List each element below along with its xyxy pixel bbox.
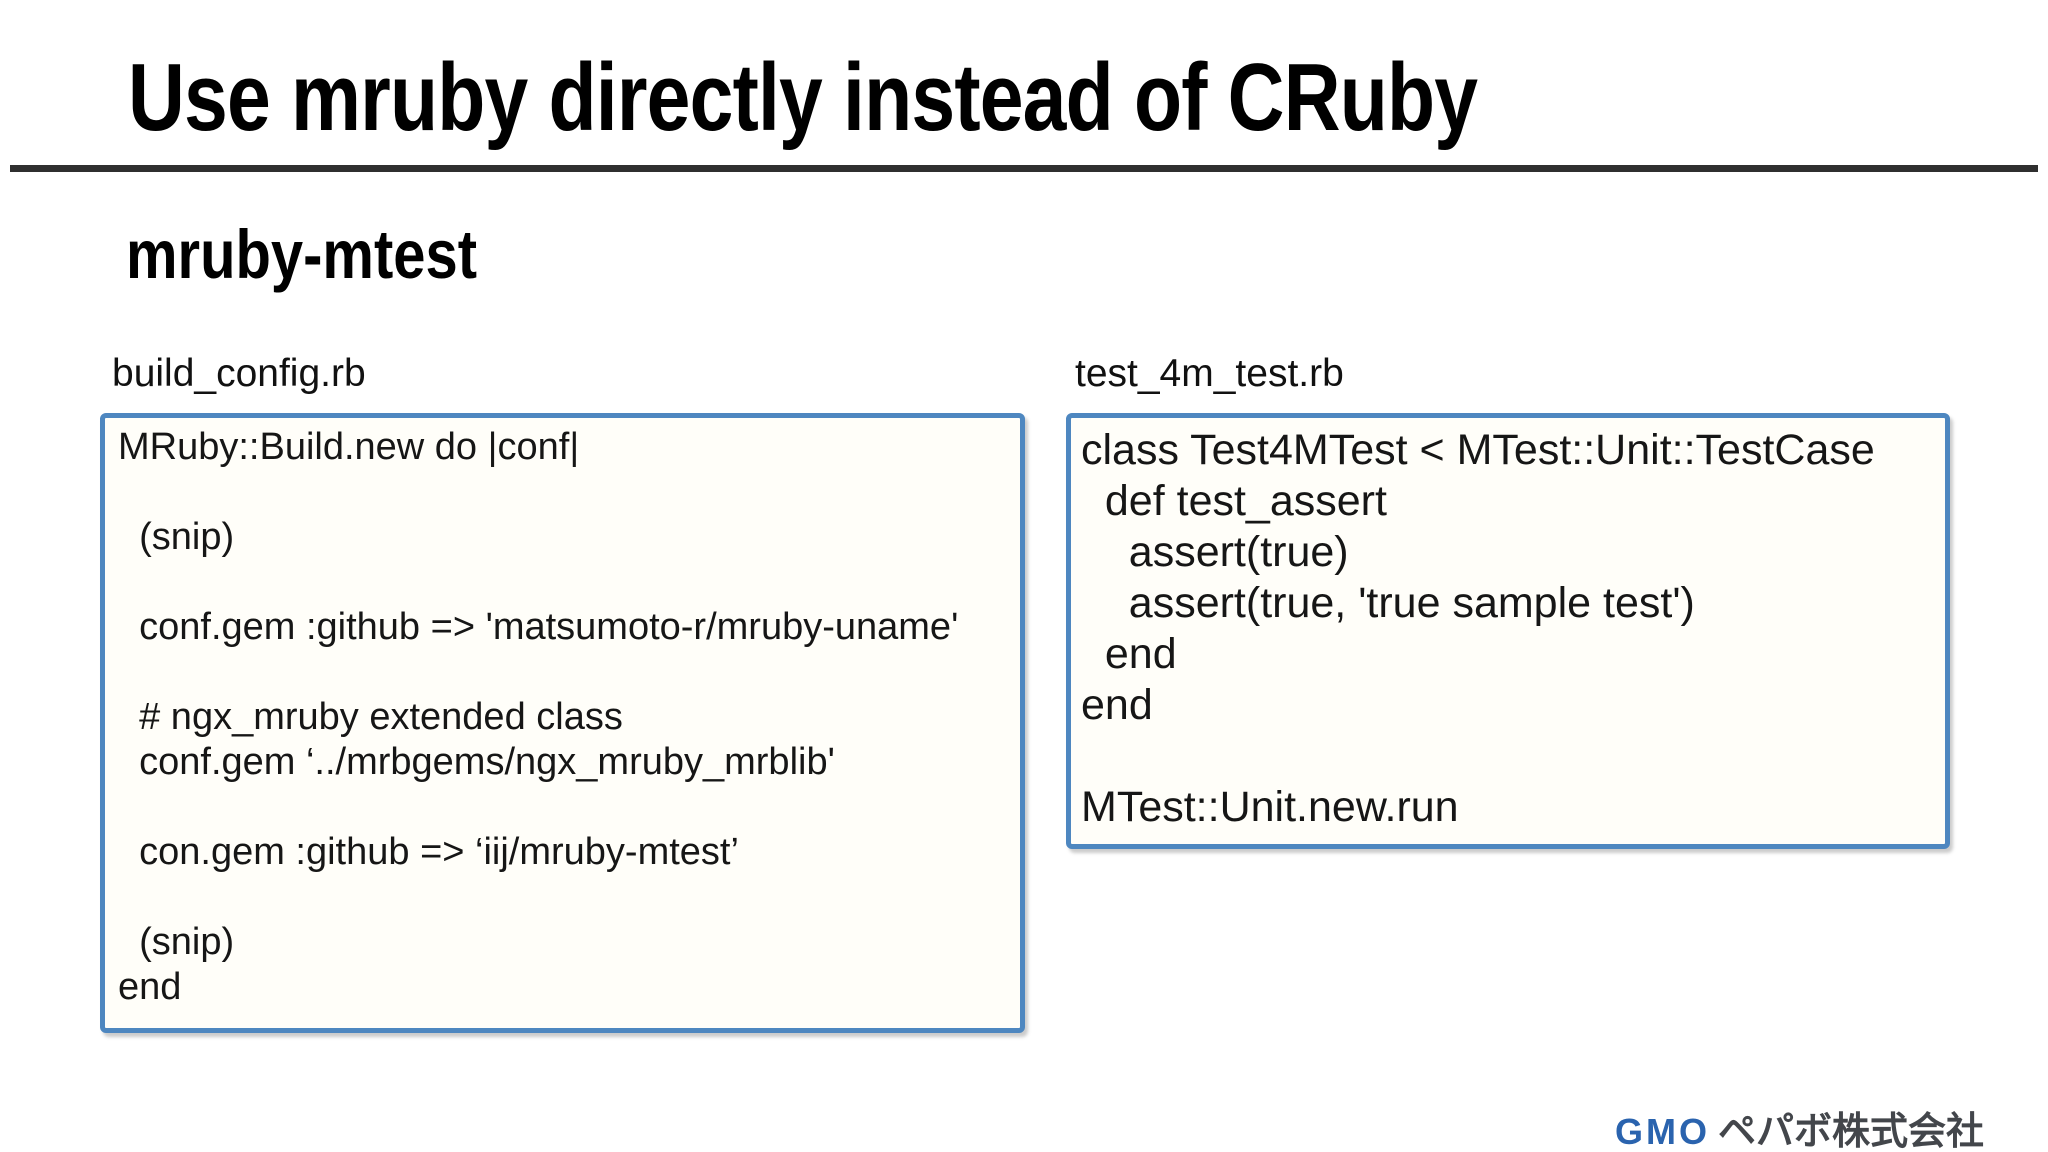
- title-underline: [10, 165, 2038, 172]
- section-subtitle-text: mruby-mtest: [126, 216, 478, 293]
- code-line: def test_assert: [1081, 477, 1387, 525]
- code-line: MTest::Unit.new.run: [1081, 783, 1459, 831]
- pepabo-company-name: ペパボ株式会社: [1718, 1111, 1985, 1152]
- left-file-label: build_config.rb: [112, 352, 366, 395]
- code-line: con.gem :github => ‘iij/mruby-mtest’: [118, 831, 739, 873]
- code-line: assert(true, 'true sample test'): [1081, 579, 1695, 627]
- code-line: [118, 470, 1008, 515]
- code-line: conf.gem ‘../mrbgems/ngx_mruby_mrblib': [118, 741, 835, 783]
- code-line: [118, 650, 1008, 695]
- page-title: Use mruby directly instead of CRuby: [128, 50, 1773, 146]
- code-line: (snip): [118, 921, 235, 963]
- code-line: end: [1081, 681, 1153, 729]
- code-line: [118, 785, 1008, 830]
- code-line: assert(true): [1081, 528, 1349, 576]
- code-line: [1081, 731, 1935, 782]
- code-line: (snip): [118, 516, 235, 558]
- code-line: # ngx_mruby extended class: [118, 696, 623, 738]
- page-title-text: Use mruby directly instead of CRuby: [128, 44, 1478, 151]
- code-line: conf.gem :github => 'matsumoto-r/mruby-u…: [118, 606, 959, 648]
- section-subtitle: mruby-mtest: [126, 220, 544, 289]
- code-line: [118, 875, 1008, 920]
- code-line: MRuby::Build.new do |conf|: [118, 426, 580, 468]
- code-line: end: [1081, 630, 1177, 678]
- left-code-box: MRuby::Build.new do |conf| (snip) conf.g…: [100, 413, 1025, 1033]
- right-file-label: test_4m_test.rb: [1075, 352, 1344, 395]
- right-code-box: class Test4MTest < MTest::Unit::TestCase…: [1066, 413, 1950, 849]
- gmo-logo-text: GMO: [1615, 1111, 1710, 1152]
- code-line: end: [118, 966, 182, 1008]
- code-line: [118, 560, 1008, 605]
- code-line: class Test4MTest < MTest::Unit::TestCase: [1081, 426, 1875, 474]
